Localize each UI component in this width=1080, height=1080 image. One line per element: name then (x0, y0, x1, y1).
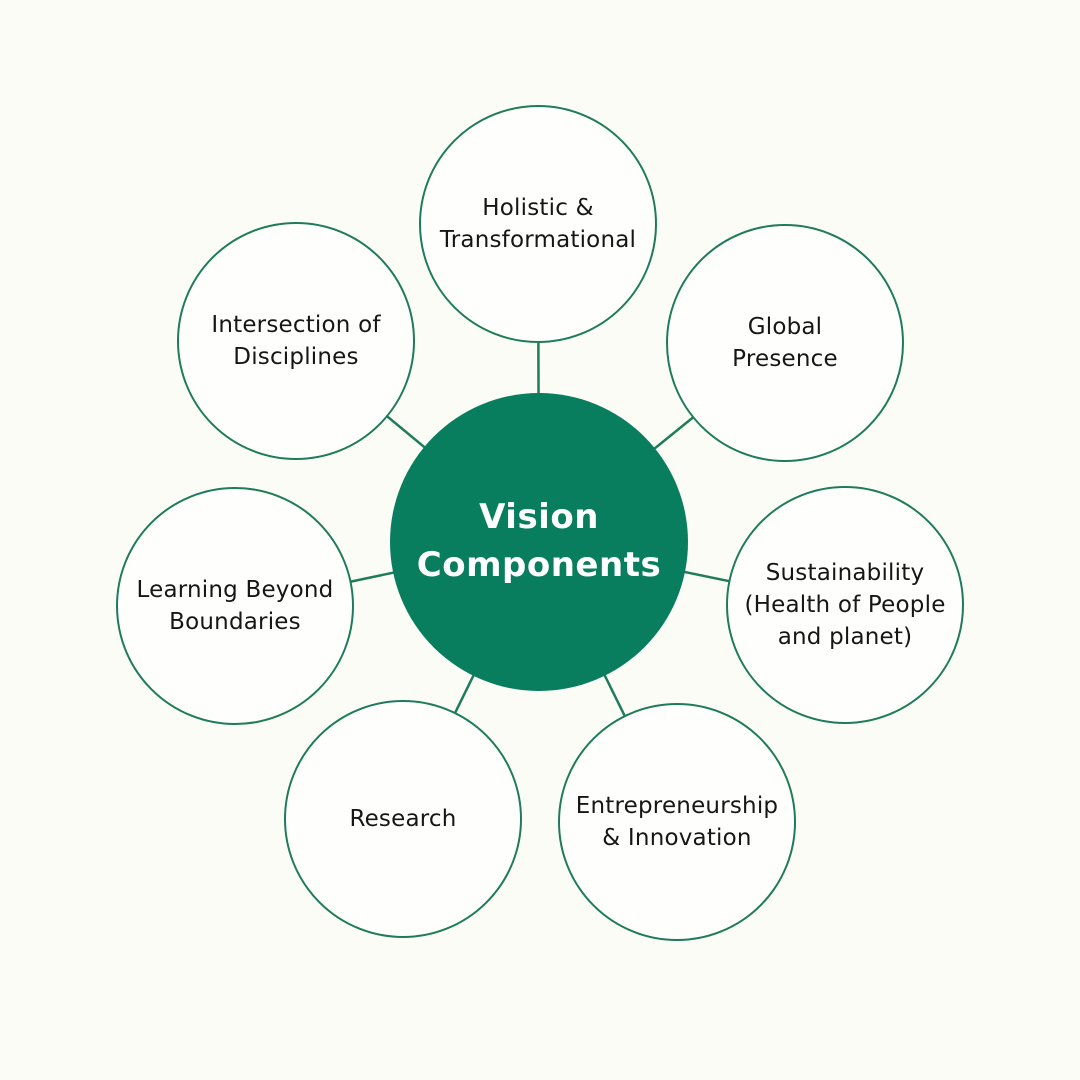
node-label: Research (349, 805, 457, 832)
node-intersection-of-disciplines: Intersection of Disciplines (177, 222, 415, 460)
node-label: Sustainability (Health of People and pla… (744, 559, 946, 651)
node-holistic-transformational: Holistic & Transformational (419, 105, 657, 343)
node-global-presence: Global Presence (666, 224, 904, 462)
node-label: Holistic & Transformational (439, 194, 637, 253)
node-research: Research (284, 700, 522, 938)
node-label: Global Presence (732, 313, 838, 372)
node-label: Entrepreneurship & Innovation (575, 792, 779, 851)
center-node-vision-components: Vision Components (390, 393, 688, 691)
center-node-label: Vision Components (416, 497, 662, 585)
node-sustainability: Sustainability (Health of People and pla… (726, 486, 964, 724)
node-label: Intersection of Disciplines (211, 311, 381, 370)
node-learning-beyond-boundaries: Learning Beyond Boundaries (116, 487, 354, 725)
node-entrepreneurship-innovation: Entrepreneurship & Innovation (558, 703, 796, 941)
node-label: Learning Beyond Boundaries (136, 576, 334, 635)
